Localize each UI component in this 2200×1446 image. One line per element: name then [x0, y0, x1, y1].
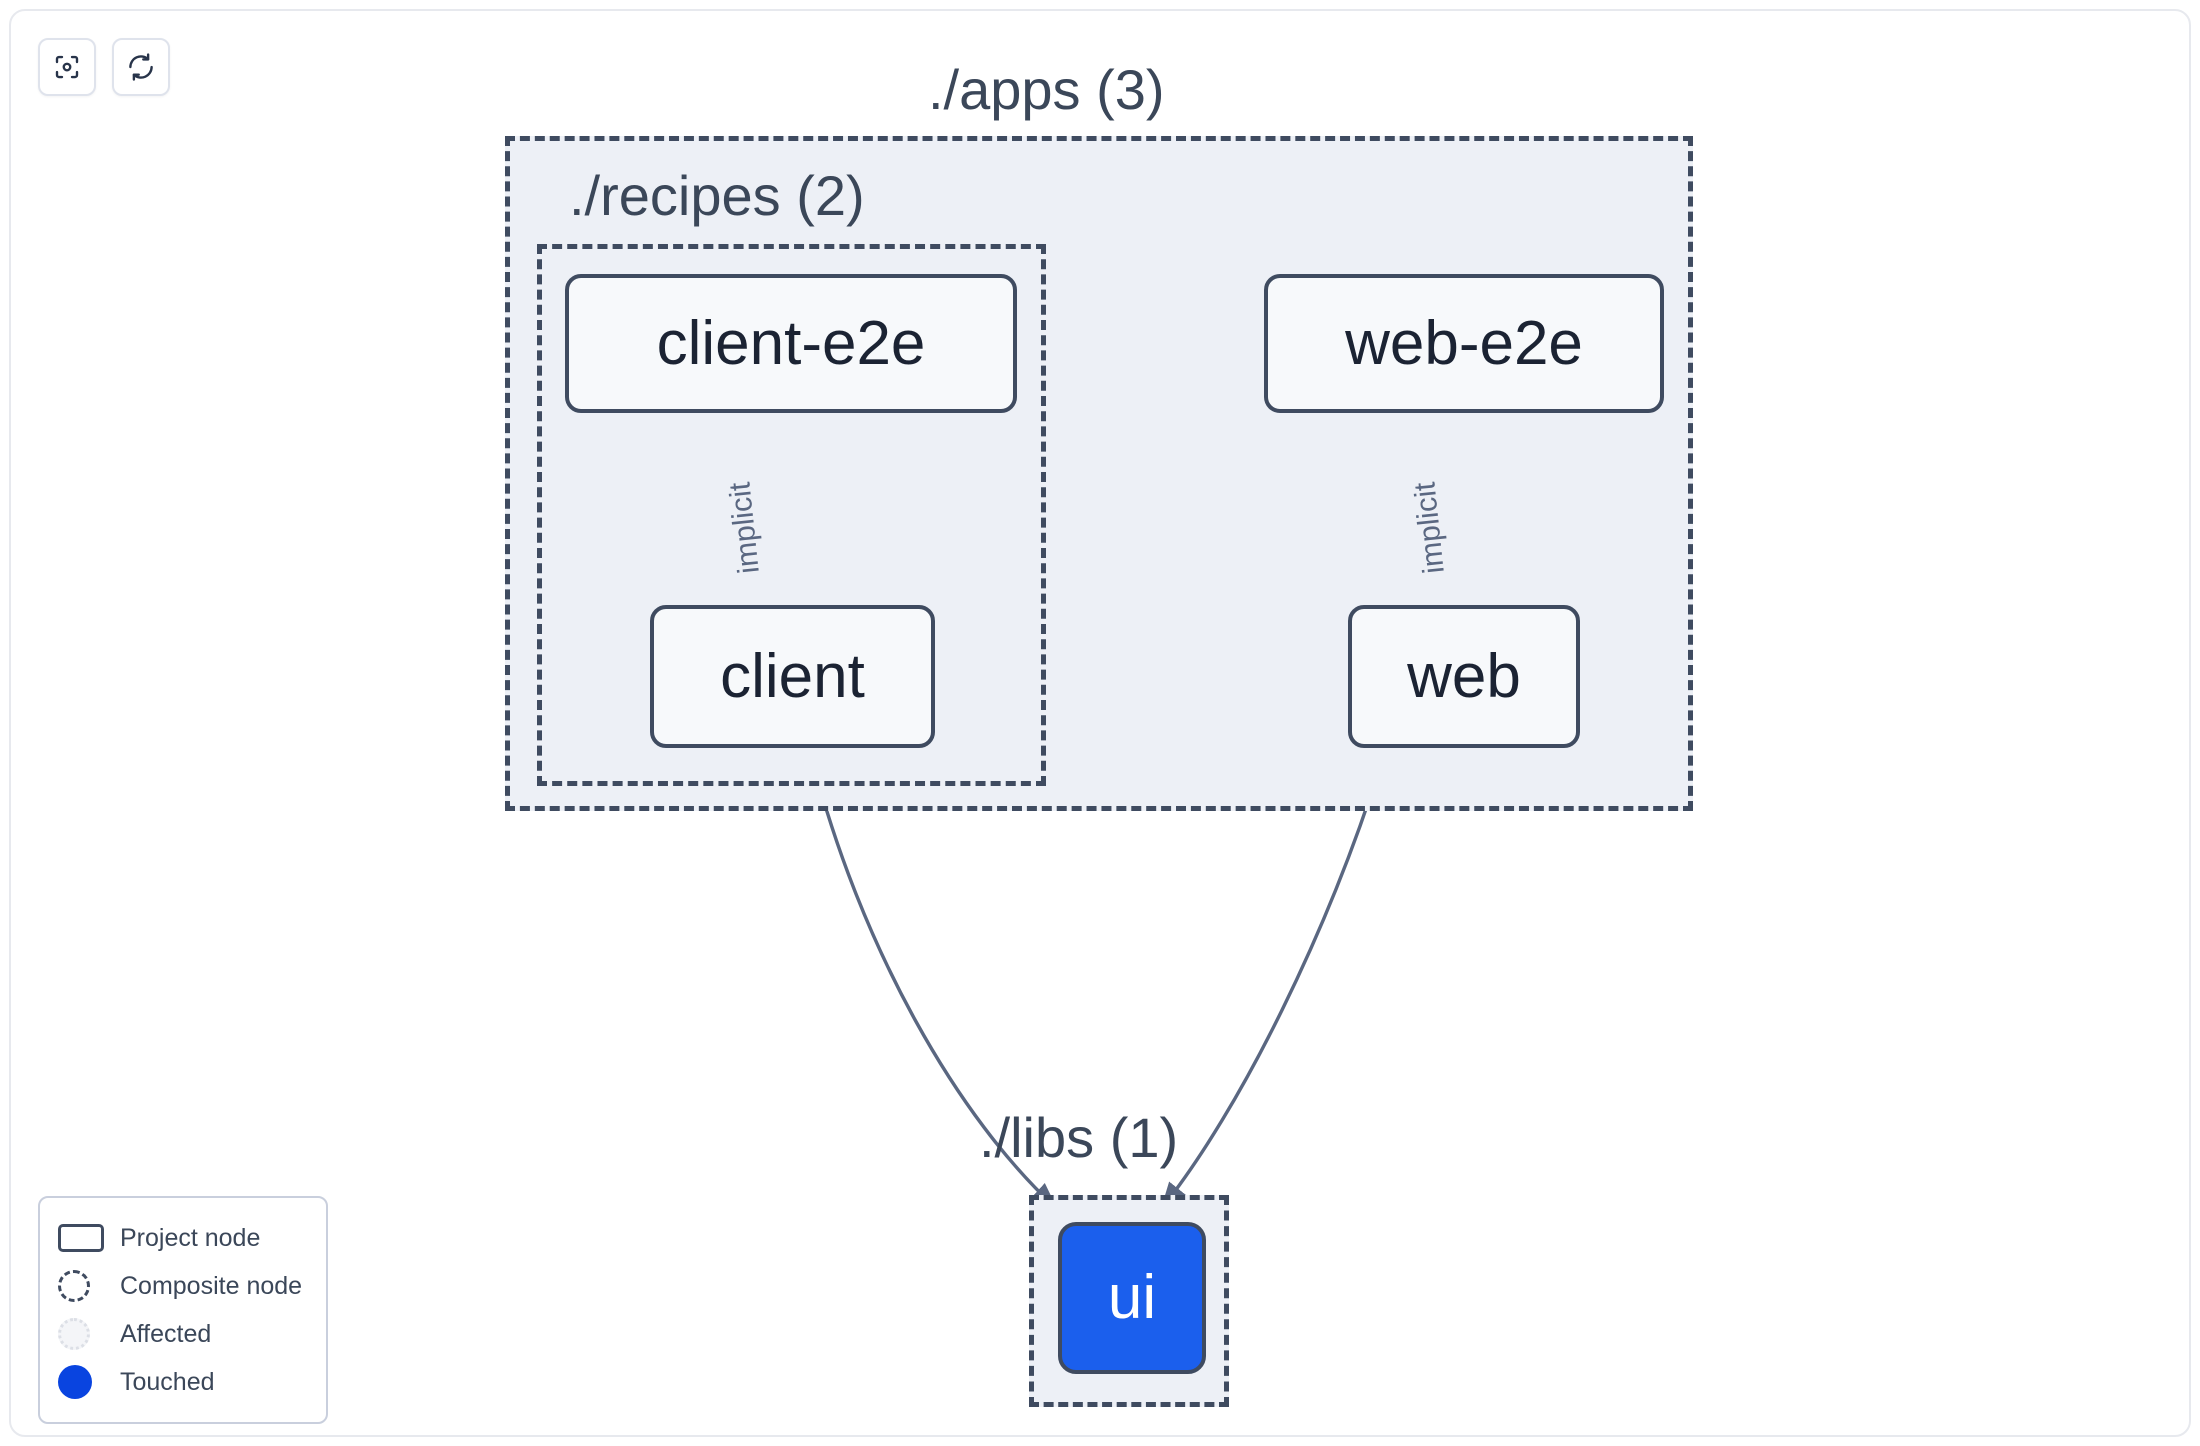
legend-item-composite-node: Composite node	[58, 1262, 308, 1310]
node-client-e2e[interactable]: client-e2e	[565, 274, 1017, 413]
group-label-libs: ./libs (1)	[979, 1106, 1179, 1169]
legend-label-project-node: Project node	[120, 1223, 261, 1252]
composite-node-glyph	[58, 1270, 120, 1302]
node-web[interactable]: web	[1348, 605, 1580, 748]
legend-item-affected: Affected	[58, 1310, 308, 1358]
touched-glyph	[58, 1365, 120, 1399]
legend-item-touched: Touched	[58, 1358, 308, 1406]
refresh-icon	[126, 52, 156, 82]
project-node-glyph	[58, 1224, 120, 1252]
refresh-button[interactable]	[112, 38, 170, 96]
focus-icon	[52, 52, 82, 82]
node-web-e2e[interactable]: web-e2e	[1264, 274, 1664, 413]
edge-web-to-ui	[1160, 750, 1387, 1210]
group-label-recipes: ./recipes (2)	[569, 164, 865, 227]
legend-label-touched: Touched	[120, 1367, 215, 1396]
node-client[interactable]: client	[650, 605, 935, 748]
legend-label-composite-node: Composite node	[120, 1271, 303, 1300]
focus-button[interactable]	[38, 38, 96, 96]
legend-label-affected: Affected	[120, 1319, 212, 1348]
legend-item-project-node: Project node	[58, 1214, 308, 1262]
node-ui[interactable]: ui	[1058, 1222, 1206, 1374]
affected-glyph	[58, 1318, 120, 1350]
group-label-apps: ./apps (3)	[928, 58, 1165, 121]
legend-panel: Project node Composite node Affected Tou…	[38, 1196, 328, 1424]
graph-toolbar	[38, 38, 170, 96]
